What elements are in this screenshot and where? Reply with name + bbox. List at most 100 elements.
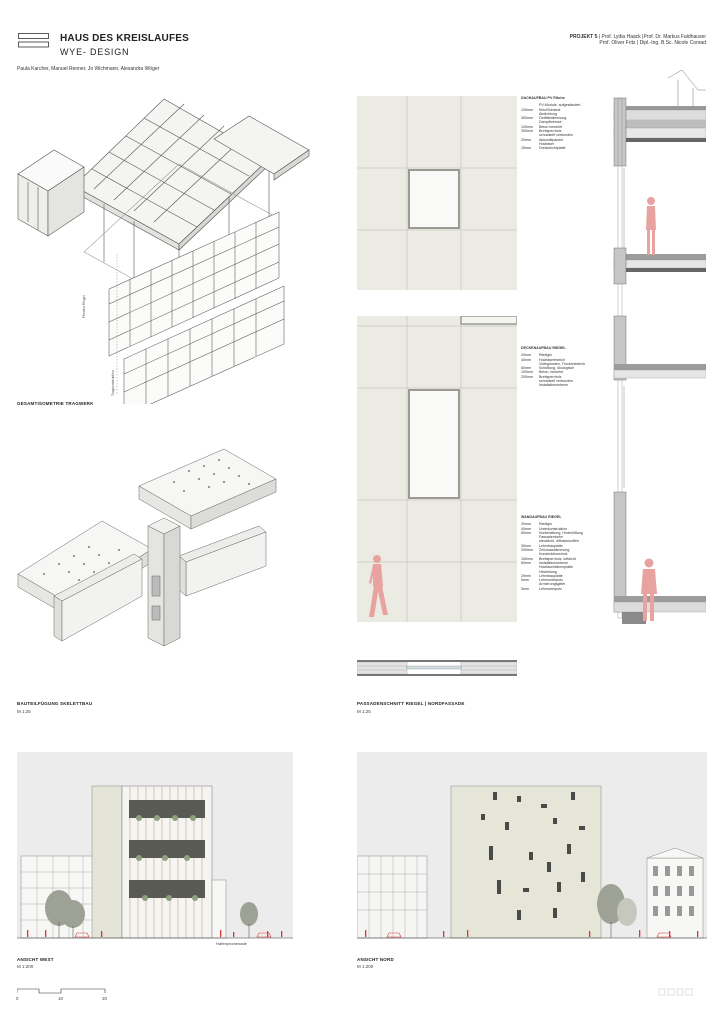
layer-thickness: 60mm <box>521 366 531 371</box>
layer-thickness: 20mm <box>521 573 531 578</box>
scale-label-0: 0 <box>16 996 19 1001</box>
layer-description: Brettsperrholz, luftdicht <box>539 556 576 561</box>
layer-row: 100mm Beton, bewehrt <box>521 370 605 374</box>
layer-description: Beton, bewehrt <box>539 370 564 375</box>
layer-description: Konstruktionsholz <box>539 552 568 557</box>
layer-description: Akkustikpaneel <box>539 137 564 142</box>
layer-description: Zellulosedämmung <box>539 548 570 553</box>
caption-isometric: GESAMTISOMETRIE TRAGWERK <box>17 401 94 406</box>
joint-detail-drawing <box>14 446 294 656</box>
layer-thickness: 5mm <box>521 578 529 583</box>
layer-description: Riedigin <box>539 353 552 358</box>
layer-thickness: 300mm <box>521 116 533 121</box>
layer-description: Dreischichtplatte <box>539 146 566 151</box>
layer-description: Brettsperrholz <box>539 374 562 379</box>
layer-row: 20mm Lehmbauplatte <box>521 574 605 578</box>
layers-wall-heading: WANDAUFBAU RIEGEL <box>521 515 562 519</box>
layer-thickness: 3mm <box>521 586 529 591</box>
caption-north: ANSICHT NORD <box>357 957 394 962</box>
layer-thickness: 20mm <box>521 353 531 358</box>
layer-thickness: 300mm <box>521 129 533 134</box>
person-figure-section-top-icon <box>643 196 659 256</box>
layer-thickness: 100mm <box>521 370 533 375</box>
facade-elevation-upper <box>357 96 517 290</box>
layer-row: 20mm Riedigin <box>521 353 605 357</box>
layer-row: Voltegünsten, Trockenestrich <box>521 362 605 366</box>
layer-row: 60mm Installationsebene <box>521 561 605 565</box>
iso-label-pfosten: Pfosten Riegel <box>82 295 86 318</box>
layer-row: PV-Module, aufgeständert <box>521 103 605 107</box>
scale-section: M 1:25 <box>357 709 371 714</box>
layers-ceiling-heading: DECKENAUFBAU RIEGEL <box>521 346 566 350</box>
layer-thickness: 100mm <box>521 124 533 129</box>
wall-section-drawing <box>598 68 706 668</box>
person-figure-section-bottom-icon <box>638 558 660 622</box>
caption-section: PASSADENSCHNITT RIEGEL | NORDFASSADE <box>357 701 465 706</box>
layer-description: Heizleitung <box>539 569 557 574</box>
north-elevation-drawing <box>357 752 707 946</box>
layer-description: Lehmbauplatte <box>539 573 563 578</box>
layer-description: schubsteif verbunden <box>539 133 574 138</box>
layer-row: Konstruktionsholz <box>521 552 605 556</box>
layer-description: Unterkonstruktion <box>539 526 568 531</box>
layer-thickness: 20mm <box>521 137 531 142</box>
layer-description: Holzfaserestrich <box>539 357 565 362</box>
layer-row: Holzfaser <box>521 142 605 146</box>
isometric-structure-drawing <box>14 94 314 404</box>
layer-description: Konterlattung, Hinterlüftung <box>539 530 583 535</box>
layer-row: 100mm Beton bewehrt <box>521 125 605 129</box>
layer-description: Installationsebene <box>539 560 568 565</box>
layer-thickness: 60mm <box>521 530 531 535</box>
layer-row: Armierungsgitter <box>521 582 605 586</box>
layer-description: Holzfaser <box>539 141 555 146</box>
layer-thickness: 40mm <box>521 357 531 362</box>
layer-row: Abdichtung <box>521 112 605 116</box>
layer-description: Beton bewehrt <box>539 124 563 129</box>
layer-thickness: 200mm <box>521 374 533 379</box>
layer-row: Fassadenbahn <box>521 535 605 539</box>
layer-thickness: 15mm <box>521 146 531 151</box>
layer-row: Holzfaserdämmplatte <box>521 565 605 569</box>
layer-description: Voltegünsten, Trockenestrich <box>539 361 586 366</box>
layer-row: 300mm Gefälledämmung <box>521 116 605 120</box>
project-info: PROJEKT 5 | Prof. Lydia Haack |Prof. Dr.… <box>446 34 706 46</box>
layer-thickness <box>521 383 539 387</box>
layer-description: Schüttung, ökologisch <box>539 366 575 371</box>
layer-row: Heizleitung <box>521 570 605 574</box>
iso-label-tragkonstruktion: Tragkonstruktion <box>111 370 115 396</box>
layer-description: Gefälledämmung <box>539 116 567 121</box>
layer-description: Lehmbauplatte <box>539 543 563 548</box>
layer-description: schubsteif verbunden <box>539 379 574 384</box>
layers-ceiling: DECKENAUFBAU RIEGEL 20mm Riedigin 40mm Holz… <box>521 346 605 388</box>
layer-row: schubsteif verbunden <box>521 133 605 137</box>
layer-description: Kies/Substrat <box>539 107 561 112</box>
layer-row: 200mm Brettsperrholz <box>521 375 605 379</box>
layer-thickness: 30mm <box>521 543 531 548</box>
layer-description: Dampfbremse <box>539 120 562 125</box>
layer-row: 5mm Lehmunterputz <box>521 578 605 582</box>
layer-row: Installationsebene <box>521 383 605 387</box>
layers-roof-heading: DACHAUFBAU PV Fläche <box>521 96 565 100</box>
layer-row: schubsteif verbunden <box>521 379 605 383</box>
layer-row: 20mm Akkustikpaneel <box>521 138 605 142</box>
caption-joint: BAUTEILFÜGUNG SKELETTBAU <box>17 701 93 706</box>
layer-thickness: 150mm <box>521 556 533 561</box>
facade-elevation-middle <box>357 316 517 622</box>
authors: Paula Karcher, Manuel Renner, Jo Wichman… <box>17 66 160 72</box>
scale-north: M 1:200 <box>357 964 374 969</box>
scale-label-10: 10 <box>58 996 64 1001</box>
layer-row: 150mm Brettsperrholz, luftdicht <box>521 557 605 561</box>
layer-thickness: 60mm <box>521 560 531 565</box>
layer-description: Abdichtung <box>539 111 557 116</box>
layer-description: Lehmunterputz <box>539 578 563 583</box>
watermark-icon <box>658 988 694 996</box>
scale-west: M 1:200 <box>17 964 34 969</box>
layers-roof: DACHAUFBAU PV Fläche PV-Module, aufgestä… <box>521 96 605 151</box>
layer-row: 60mm Schüttung, ökologisch <box>521 366 605 370</box>
